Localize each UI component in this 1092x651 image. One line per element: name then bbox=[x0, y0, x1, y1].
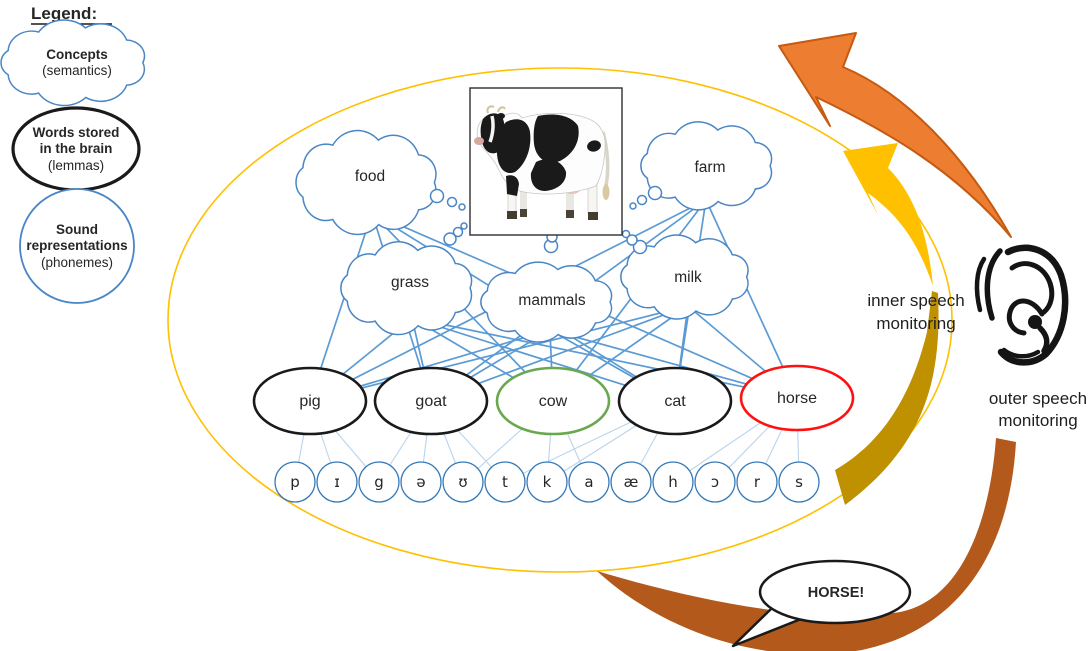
legend-label: (lemmas) bbox=[48, 158, 104, 173]
legend-label: Words stored bbox=[33, 125, 120, 140]
phoneme-circle-h bbox=[652, 461, 694, 503]
legend-item-phonemes: Sound representations (phonemes) bbox=[19, 188, 135, 304]
concept-label-mammals: mammals bbox=[518, 292, 585, 309]
lemma-oval-cat: cat bbox=[617, 366, 733, 436]
concept-cloud-food bbox=[295, 129, 466, 236]
phoneme-circle-t bbox=[484, 461, 526, 503]
concept-label-food: food bbox=[355, 168, 385, 185]
speech-bubble: HORSE! bbox=[731, 559, 912, 648]
concept-labels: food grass mammals milk farm bbox=[355, 159, 726, 309]
inner-monitoring-label-line1: inner speech bbox=[867, 291, 964, 310]
phoneme-row bbox=[274, 461, 820, 503]
legend-label: (phonemes) bbox=[41, 255, 113, 270]
legend-label: Sound bbox=[56, 222, 98, 237]
concept-cloud-mammals bbox=[480, 223, 613, 343]
concept-label-farm: farm bbox=[695, 159, 726, 176]
phoneme-label: k bbox=[543, 473, 552, 491]
phoneme-circle-s bbox=[778, 461, 820, 503]
ear-icon bbox=[974, 244, 1069, 366]
lemma-oval-horse: horse bbox=[739, 364, 855, 432]
inner-monitoring-arrow bbox=[843, 143, 933, 286]
outer-monitoring-label-line2: monitoring bbox=[998, 411, 1077, 430]
legend-title: Legend: bbox=[31, 4, 97, 23]
phoneme-label: a bbox=[584, 473, 593, 491]
phoneme-label: ə bbox=[416, 473, 425, 491]
concept-label-grass: grass bbox=[391, 274, 429, 291]
phoneme-circle-r bbox=[736, 461, 778, 503]
legend-label: Concepts bbox=[46, 47, 108, 62]
concept-cloud-milk bbox=[620, 229, 749, 320]
phoneme-circle-a bbox=[568, 461, 610, 503]
inner-monitoring-arrow-tail bbox=[835, 291, 939, 505]
lemma-label: cow bbox=[539, 393, 568, 410]
phoneme-label: æ bbox=[624, 473, 639, 491]
phoneme-circle-ae bbox=[610, 461, 652, 503]
lemma-label: horse bbox=[777, 390, 817, 407]
speech-bubble-text: HORSE! bbox=[808, 585, 864, 601]
phoneme-labels: p ɪ g ə ʊ t k a æ h ɔ r s bbox=[290, 473, 803, 491]
production-system-boundary bbox=[167, 67, 953, 573]
phoneme-label: t bbox=[502, 473, 508, 491]
outer-monitoring-arrow bbox=[778, 32, 1012, 238]
concept-label-milk: milk bbox=[674, 269, 702, 286]
phoneme-circle-g bbox=[358, 461, 400, 503]
legend-label: representations bbox=[26, 238, 127, 253]
lemma-oval-goat: goat bbox=[373, 366, 489, 436]
phoneme-label: ʊ bbox=[458, 473, 467, 491]
outer-monitoring-label-line1: outer speech bbox=[989, 389, 1087, 408]
lemma-oval-cow: cow bbox=[495, 366, 611, 436]
concept-cloud-farm bbox=[629, 121, 773, 211]
phoneme-circle-p bbox=[274, 461, 316, 503]
concept-cloud-grass bbox=[340, 222, 473, 336]
phoneme-label: g bbox=[374, 473, 384, 491]
phoneme-circle-i bbox=[316, 461, 358, 503]
lemma-label: cat bbox=[664, 393, 686, 410]
phoneme-circle-schwa bbox=[400, 461, 442, 503]
legend-label: in the brain bbox=[40, 141, 113, 156]
lemma-row: pig goat cow cat horse bbox=[252, 364, 855, 436]
legend-item-lemmas: Words stored in the brain (lemmas) bbox=[11, 106, 141, 192]
legend: Legend: Concepts (semantics) Words store… bbox=[0, 4, 146, 304]
legend-item-concepts: Concepts (semantics) bbox=[0, 19, 146, 107]
phoneme-circle-open-o bbox=[694, 461, 736, 503]
cow-patches bbox=[480, 113, 601, 196]
phoneme-circle-u bbox=[442, 461, 484, 503]
lemma-oval-pig: pig bbox=[252, 366, 368, 436]
phoneme-circle-k bbox=[526, 461, 568, 503]
lemma-label: goat bbox=[415, 393, 447, 410]
phoneme-label: h bbox=[668, 473, 678, 491]
phoneme-label: ɔ bbox=[711, 473, 719, 491]
cow-photo bbox=[469, 87, 623, 236]
phoneme-label: s bbox=[795, 473, 803, 491]
legend-label: (semantics) bbox=[42, 63, 112, 78]
phoneme-label: p bbox=[290, 473, 300, 491]
lemma-label: pig bbox=[299, 393, 320, 410]
inner-monitoring-label-line2: monitoring bbox=[876, 314, 955, 333]
phoneme-label: r bbox=[754, 473, 761, 491]
phoneme-label: ɪ bbox=[334, 473, 340, 491]
